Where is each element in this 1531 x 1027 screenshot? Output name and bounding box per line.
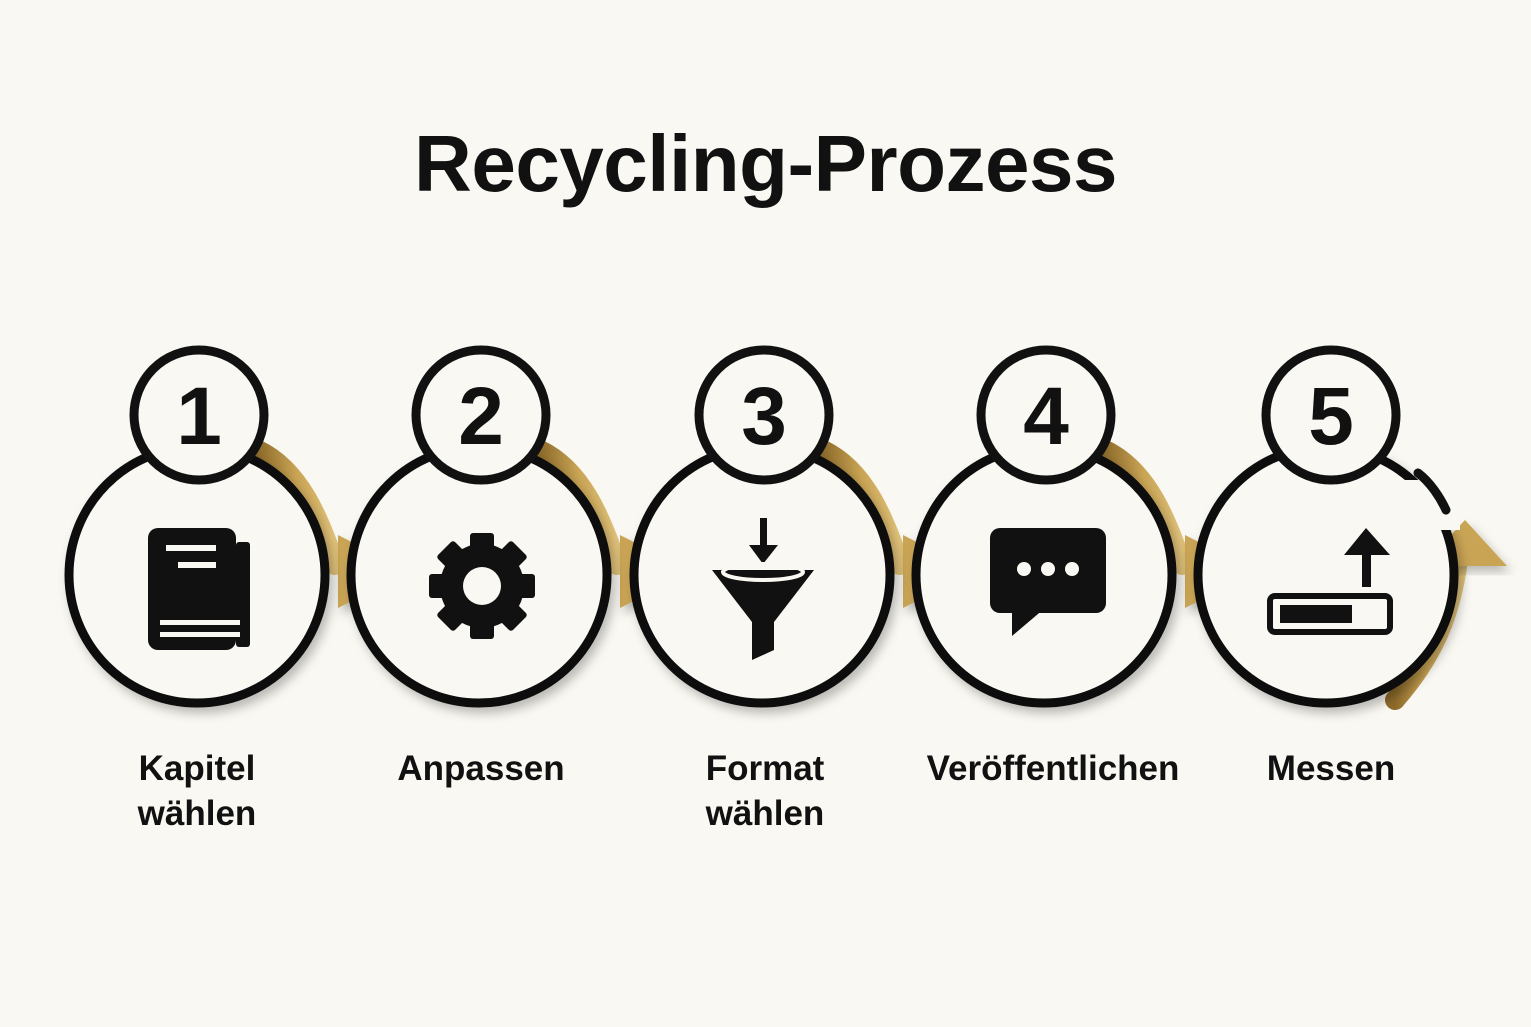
step-label-5-line-1: Messen — [1266, 749, 1396, 788]
step-3: 3 — [629, 345, 975, 708]
step-label-1: Kapitel wählen — [47, 746, 347, 836]
step-5: 5 — [1193, 345, 1507, 710]
flow-arrow-2 — [530, 440, 627, 575]
step-label-3-line-1: Format — [705, 749, 825, 788]
flow-arrow-4 — [1095, 440, 1192, 575]
diagram-title: Recycling-Prozess — [414, 119, 1117, 208]
step-label-3-line-2: wählen — [705, 794, 825, 833]
chat-bubble-icon — [990, 528, 1106, 636]
step-number-1: 1 — [176, 371, 222, 462]
step-label-3: Format wählen — [615, 746, 915, 836]
step-label-2-line-1: Anpassen — [397, 749, 565, 788]
step-label-1-line-1: Kapitel — [138, 749, 256, 788]
funnel-icon — [712, 518, 814, 660]
flow-arrow-3 — [813, 440, 910, 575]
step-number-3: 3 — [741, 371, 787, 462]
number-badge-3 — [694, 345, 834, 485]
step-1: 1 — [64, 345, 410, 708]
step-number-2: 2 — [458, 371, 504, 462]
step-4: 4 — [911, 345, 1257, 708]
flow-arrow-1 — [248, 440, 345, 575]
progress-upload-icon — [1267, 528, 1393, 635]
book-icon — [148, 528, 250, 650]
step-number-5: 5 — [1308, 371, 1354, 462]
number-badge-1 — [129, 345, 269, 485]
step-2: 2 — [346, 345, 692, 708]
step-label-4: Veröffentlichen — [903, 746, 1203, 791]
step-label-2: Anpassen — [331, 746, 631, 791]
step-number-4: 4 — [1023, 371, 1069, 462]
number-badge-2 — [411, 345, 551, 485]
number-badge-5 — [1261, 345, 1401, 485]
step-label-4-line-1: Veröffentlichen — [926, 749, 1180, 788]
step-label-1-line-2: wählen — [137, 794, 257, 833]
number-badge-4 — [976, 345, 1116, 485]
step-label-5: Messen — [1181, 746, 1481, 791]
gear-icon — [429, 533, 535, 639]
